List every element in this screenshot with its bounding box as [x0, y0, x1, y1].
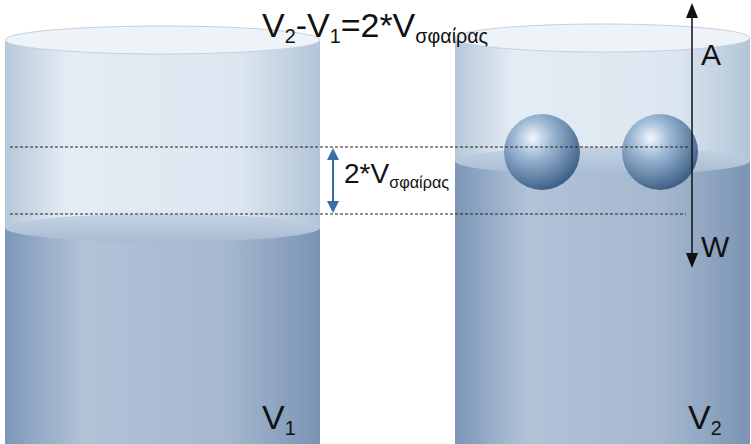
equation: V2-V1=2*Vσφαίρας	[262, 8, 488, 46]
label-text: =2*V	[341, 6, 416, 44]
sphere	[504, 114, 580, 190]
volume-arrow	[327, 148, 339, 213]
label-text: W	[701, 230, 729, 263]
label-text: V	[262, 398, 285, 436]
subscript: 2	[711, 417, 722, 439]
level-line	[10, 147, 690, 148]
subscript: 2	[285, 25, 296, 47]
volume-label: 2*Vσφαίρας	[344, 160, 449, 190]
subscript: 1	[330, 25, 341, 47]
label-text: V	[262, 6, 285, 44]
subscript: σφαίρας	[415, 25, 488, 47]
volume-name: V2	[688, 400, 722, 438]
sphere	[622, 114, 698, 190]
volume-name: V1	[262, 400, 296, 438]
force-label: W	[701, 232, 729, 262]
force-label: A	[701, 40, 721, 70]
subscript: σφαίρας	[389, 173, 449, 191]
label-text: 2*V	[344, 158, 389, 189]
left-cylinder	[5, 26, 320, 444]
level-line	[10, 214, 686, 215]
force-arrow	[686, 3, 698, 268]
subscript: 1	[285, 417, 296, 439]
label-text: A	[701, 38, 721, 71]
right-cylinder	[455, 24, 750, 444]
label-text: V	[688, 398, 711, 436]
label-text: -V	[296, 6, 330, 44]
